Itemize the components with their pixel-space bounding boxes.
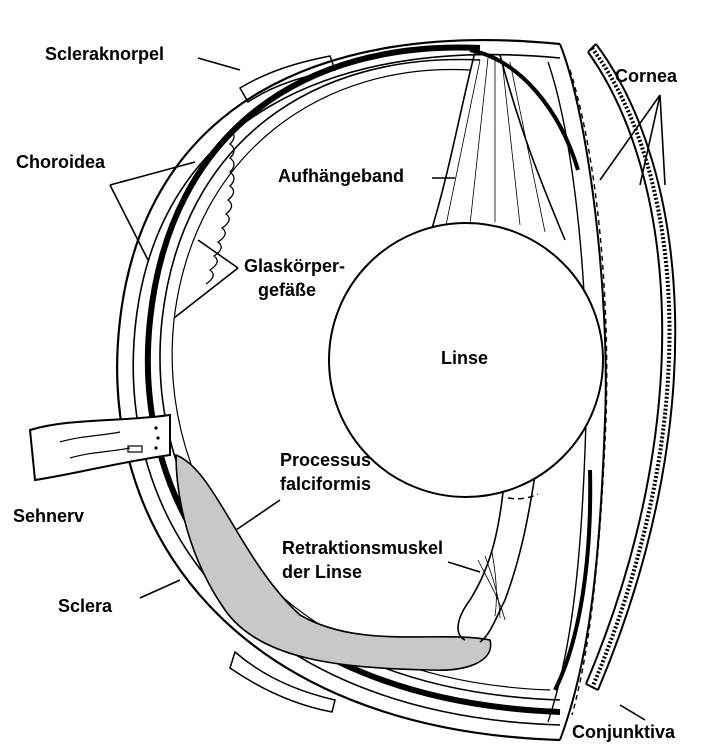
leader-cornea-3 [660, 95, 665, 185]
label-cornea: Cornea [615, 66, 678, 86]
label-retraktion-line1: Retraktionsmuskel [282, 538, 443, 558]
leader-glaskoerper-2 [174, 268, 238, 318]
leader-sclera [140, 580, 180, 598]
leader-retraktion [448, 562, 480, 572]
lens-retractor-muscle [458, 475, 538, 642]
label-processus-line2: falciformis [280, 474, 371, 494]
optic-nerve-dot-a [154, 426, 157, 429]
cornea-outer [596, 44, 675, 690]
label-aufhaengeband: Aufhängeband [278, 166, 404, 186]
label-glaskoerper-line1: Glaskörper- [244, 256, 345, 276]
leader-glaskoerper-1 [198, 240, 238, 268]
label-conjunktiva: Conjunktiva [572, 722, 676, 742]
retractor-muscle-outline [458, 475, 535, 642]
ciliary-body-lower [555, 470, 590, 690]
retractor-dashed [508, 494, 538, 499]
suspensory-ligament [430, 52, 565, 240]
label-sclera: Sclera [58, 596, 113, 616]
label-retraktion-line2: der Linse [282, 562, 362, 582]
optic-nerve-dot-b [156, 436, 159, 439]
cornea-tip-bottom [586, 684, 598, 690]
cornea-tip-top [588, 44, 596, 52]
leader-choroidea-2 [110, 185, 148, 260]
label-sehnerv: Sehnerv [13, 506, 84, 526]
label-glaskoerper-line2: gefäße [258, 280, 316, 300]
label-scleraknorpel: Scleraknorpel [45, 44, 164, 64]
optic-nerve-dot-c [154, 446, 157, 449]
suspensory-ligament-outline [430, 52, 565, 240]
label-linse: Linse [441, 348, 488, 368]
label-processus-line1: Processus [280, 450, 371, 470]
label-choroidea: Choroidea [16, 152, 106, 172]
leader-scleraknorpel [198, 58, 240, 70]
leader-choroidea-1 [110, 162, 195, 185]
leader-conjunktiva [620, 705, 645, 720]
leader-processus [236, 500, 280, 530]
